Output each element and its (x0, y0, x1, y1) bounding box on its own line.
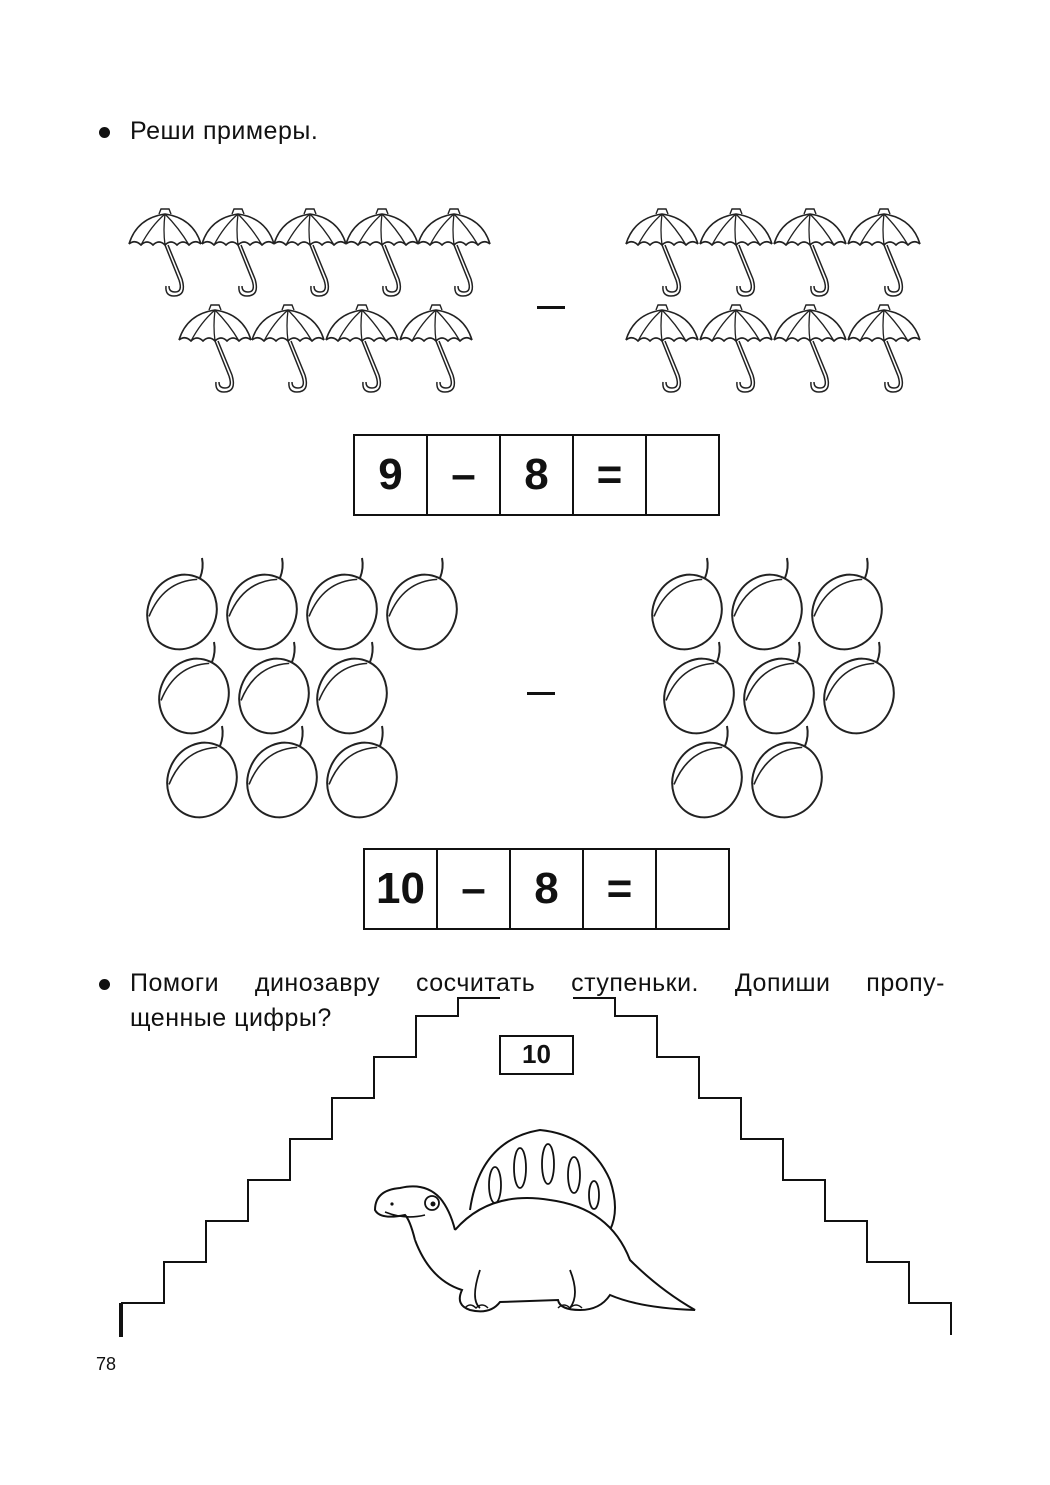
operand-cell: 8 (501, 436, 574, 514)
top-step-label: 10 (522, 1039, 551, 1069)
umbrella-icon (625, 208, 699, 297)
plum-icon (314, 725, 410, 830)
minus-sign-1 (537, 306, 565, 309)
plum-icon (739, 725, 835, 830)
umbrella-icon (847, 304, 921, 393)
plum-icon (651, 641, 747, 746)
operator-cell: – (438, 850, 511, 928)
umbrella-icon (399, 304, 473, 393)
task1-instruction: Реши примеры. (130, 117, 319, 145)
umbrella-icon (201, 208, 275, 297)
bullet-icon (99, 979, 110, 990)
equation-2: 10 – 8 = (363, 848, 730, 930)
minus-sign-2 (527, 692, 555, 695)
page-number: 78 (96, 1354, 117, 1374)
staircase (119, 997, 952, 1337)
umbrella-icon (273, 208, 347, 297)
answer-cell[interactable] (647, 436, 718, 514)
left-umbrella-group (128, 208, 491, 393)
right-plum-group (639, 557, 907, 830)
umbrella-icon (128, 208, 202, 297)
plum-icon (659, 725, 755, 830)
top-step-box (499, 1035, 574, 1075)
staircase-outline (121, 997, 952, 1335)
plum-icon (146, 641, 242, 746)
umbrella-icon (773, 304, 847, 393)
umbrella-icon (847, 208, 921, 297)
umbrella-icon (773, 208, 847, 297)
plum-icon (226, 641, 322, 746)
plum-icon (234, 725, 330, 830)
right-umbrella-group (625, 208, 921, 393)
umbrella-icon (417, 208, 491, 297)
umbrella-icon (345, 208, 419, 297)
task2-instruction-line1: Помоги динозавру сосчитать ступеньки. До… (130, 969, 945, 997)
umbrella-icon (625, 304, 699, 393)
answer-cell[interactable] (657, 850, 728, 928)
plum-icon (811, 641, 907, 746)
left-plum-group (134, 557, 470, 830)
plum-icon (304, 641, 400, 746)
equation-1: 9 – 8 = (353, 434, 720, 516)
umbrella-icon (178, 304, 252, 393)
umbrella-icon (325, 304, 399, 393)
equals-cell: = (584, 850, 657, 928)
umbrella-icon (251, 304, 325, 393)
operand-cell: 10 (365, 850, 438, 928)
plum-icon (154, 725, 250, 830)
operand-cell: 9 (355, 436, 428, 514)
equals-cell: = (574, 436, 647, 514)
plum-icon (731, 641, 827, 746)
bullet-icon (99, 127, 110, 138)
dinosaur-illustration (373, 1128, 696, 1313)
umbrella-icon (699, 208, 773, 297)
operator-cell: – (428, 436, 501, 514)
plum-icon (374, 557, 470, 662)
umbrella-icon (699, 304, 773, 393)
task2-instruction-line2: щенные цифры? (130, 1004, 332, 1032)
operand-cell: 8 (511, 850, 584, 928)
plum-icon (294, 557, 390, 662)
